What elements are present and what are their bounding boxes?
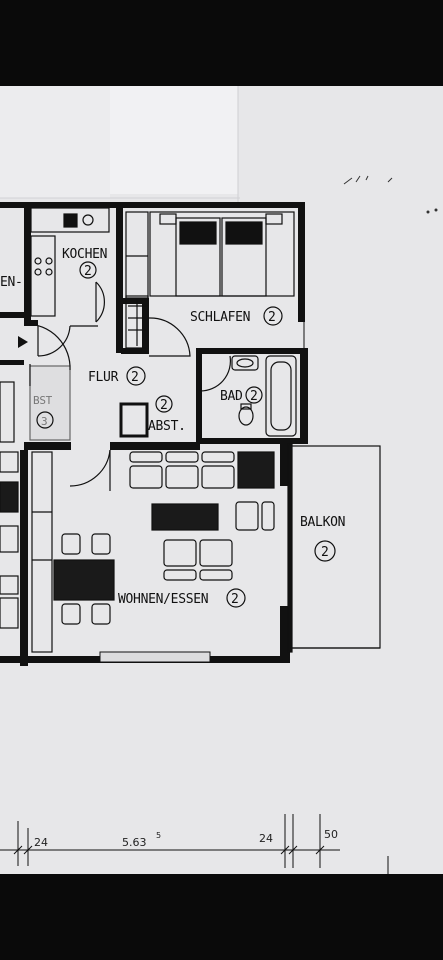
dimension-main-sup: 5 bbox=[156, 831, 161, 840]
abst-number: 2 bbox=[160, 398, 168, 413]
adjacent-unit bbox=[0, 365, 71, 629]
kitchen-fixtures bbox=[30, 207, 110, 317]
flur-number: 2 bbox=[131, 370, 139, 385]
paper-sheet-top-middle bbox=[110, 86, 238, 194]
balcony bbox=[287, 443, 381, 653]
dimension-24-right: 24 bbox=[259, 832, 273, 845]
left-room2-label: BST bbox=[33, 394, 53, 407]
paper-sheet-top-left bbox=[0, 86, 110, 198]
schlafen-number: 2 bbox=[268, 310, 276, 325]
balkon-number: 2 bbox=[321, 545, 329, 560]
pencil-marks bbox=[343, 175, 438, 214]
kochen-number: 2 bbox=[84, 264, 92, 279]
dimension-24-left: 24 bbox=[34, 836, 48, 849]
schlafen-label: SCHLAFEN bbox=[190, 310, 250, 325]
bad-label: BAD bbox=[220, 389, 243, 404]
flur-label: FLUR bbox=[88, 370, 119, 385]
bedroom-furniture bbox=[125, 211, 295, 349]
kochen-label: KOCHEN bbox=[62, 247, 107, 262]
balkon-label: BALKON bbox=[300, 515, 345, 530]
living-furniture bbox=[31, 451, 275, 653]
windows bbox=[99, 322, 305, 663]
dimension-line bbox=[0, 814, 389, 874]
abst-label: ABST. bbox=[148, 419, 186, 434]
bathroom-fixtures bbox=[231, 355, 297, 437]
bad-number: 2 bbox=[250, 389, 258, 404]
dimension-main: 5.63 bbox=[122, 836, 147, 849]
floor-plan: KOCHEN 2 SCHLAFEN 2 FLUR 2 BAD 2 2 ABST.… bbox=[0, 86, 443, 874]
wohnen-number: 2 bbox=[231, 592, 239, 607]
floor-plan-photo: KOCHEN 2 SCHLAFEN 2 FLUR 2 BAD 2 2 ABST.… bbox=[0, 86, 443, 874]
left-room-label: EN- bbox=[0, 275, 23, 290]
arrow-icon bbox=[18, 336, 28, 348]
dimension-50: 50 bbox=[324, 828, 338, 841]
left-room2-number: 3 bbox=[41, 415, 47, 428]
wohnen-label: WOHNEN/ESSEN bbox=[118, 592, 208, 607]
room-number-circles bbox=[36, 261, 336, 608]
